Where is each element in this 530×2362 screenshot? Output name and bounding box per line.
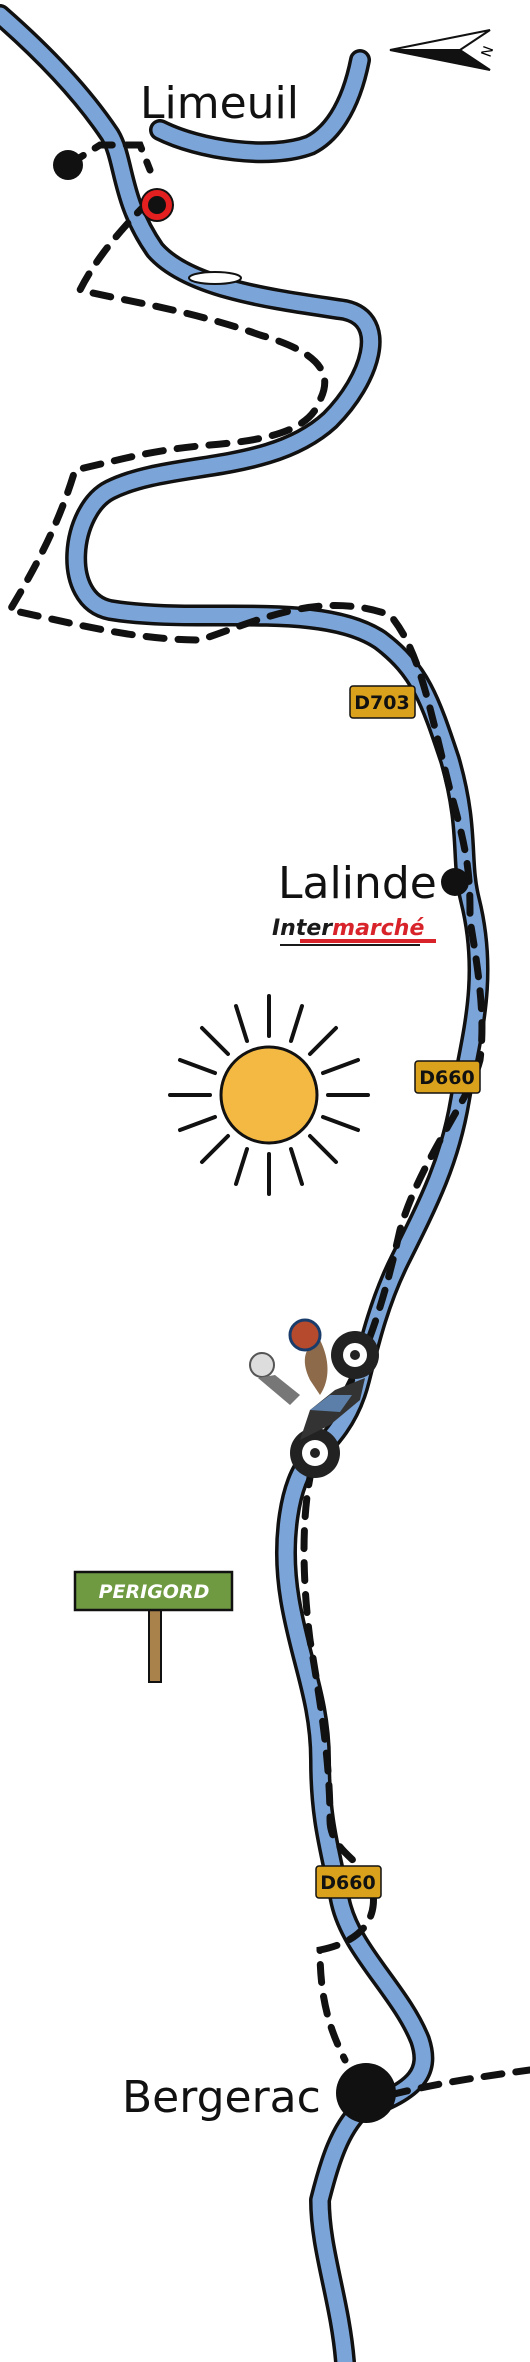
- road-sign-d660-upper: D660: [414, 1060, 481, 1094]
- store-logo-part1: Inter: [272, 916, 333, 941]
- town-dot-icon: [53, 150, 83, 180]
- road-sign-d703: D703: [349, 685, 416, 719]
- river: [0, 4, 490, 2362]
- town-dot-icon: [441, 868, 469, 896]
- river-fill: [0, 7, 487, 2362]
- route-path-main: [4, 141, 486, 2064]
- town-bergerac: Bergerac: [122, 2063, 396, 2123]
- svg-text:Intermarché: Intermarché: [272, 916, 424, 941]
- compass-label: N: [479, 44, 498, 59]
- compass: N: [389, 29, 498, 71]
- town-label-lalinde: Lalinde: [278, 858, 437, 909]
- motorcycle-rider-icon: [249, 1318, 379, 1478]
- town-label-limeuil: Limeuil: [140, 78, 299, 129]
- store-logo-part2: marché: [332, 916, 424, 941]
- signpost: PERIGORD: [73, 1570, 234, 1683]
- signpost-label: PERIGORD: [99, 1581, 210, 1603]
- river-island: [188, 271, 242, 285]
- signpost-board: [73, 1570, 234, 1612]
- town-label-bergerac: Bergerac: [122, 2072, 321, 2123]
- town-limeuil: Limeuil: [53, 78, 299, 222]
- road-sign-d660-lower: D660: [315, 1865, 382, 1899]
- route-path-east-exit: [386, 2066, 530, 2099]
- start-marker-icon: [140, 188, 174, 222]
- road-sign-d703-label: D703: [354, 692, 409, 714]
- road-sign-d660-upper-label: D660: [419, 1067, 474, 1089]
- road-sign-d660-lower-label: D660: [320, 1872, 375, 1894]
- compass-arrow-icon: [389, 29, 491, 71]
- town-dot-icon: [336, 2063, 396, 2123]
- store-logo: Intermarché: [272, 916, 436, 946]
- town-lalinde: Lalinde Intermarché: [272, 858, 469, 946]
- route: [4, 141, 530, 2099]
- sun-icon: [168, 994, 370, 1196]
